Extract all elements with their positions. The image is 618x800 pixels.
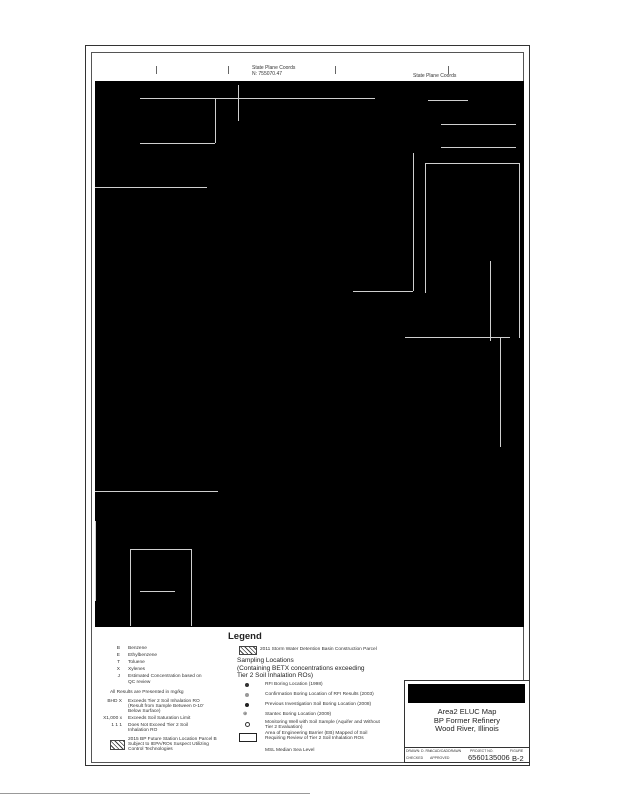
- sampling-item: RFI Boring Location (1998): [265, 682, 323, 687]
- sampling-item: MSL Median Sea Level: [265, 748, 315, 753]
- map-line: [95, 491, 218, 492]
- hatched-parcel-swatch: [110, 740, 125, 750]
- monitoring-well-symbol: [245, 722, 250, 727]
- coord-label: State Plane Coords: [252, 65, 296, 71]
- rfi-boring-symbol: [245, 683, 249, 687]
- top-tick: [228, 66, 229, 74]
- detention-basin-swatch: [239, 646, 257, 655]
- abbr-symbol: T: [117, 660, 120, 665]
- sampling-item: Area of Engineering Barrier (EB) Mapped …: [265, 731, 368, 742]
- redacted-map-area: [95, 81, 524, 627]
- map-line: [140, 591, 175, 592]
- legend-title: Legend: [228, 631, 262, 642]
- exceed-text: Does Not Exceed Tier 2 Soil Inhalation R…: [128, 723, 188, 734]
- exceed-symbol: BHD X: [107, 699, 122, 704]
- map-line: [238, 85, 239, 121]
- cad-label: ACAD/CADDRAWN: [430, 749, 462, 753]
- map-line: [425, 163, 519, 164]
- abbr-symbol: X: [116, 667, 120, 672]
- previous-boring-symbol: [245, 703, 249, 707]
- abbr-text: QC review: [128, 680, 151, 685]
- abbr-text: Benzene: [128, 646, 147, 651]
- sampling-item: Monitoring Well with Soil Sample (Aquife…: [265, 720, 380, 731]
- map-line: [95, 187, 207, 188]
- map-line: [215, 98, 216, 143]
- top-tick: [448, 66, 449, 74]
- top-tick: [156, 66, 157, 74]
- map-line: [519, 163, 520, 338]
- sampling-locations-heading: Sampling Locations (Containing BETX conc…: [237, 657, 365, 679]
- abbr-text: Xylenes: [128, 667, 146, 672]
- map-line: [130, 549, 192, 550]
- map-line: [95, 521, 96, 601]
- exceed-symbol: 1 1 1: [111, 723, 122, 728]
- map-line: [191, 549, 192, 626]
- map-line: [140, 143, 215, 144]
- exceed-symbol: X1,000 x: [103, 716, 122, 721]
- map-line: [441, 147, 516, 148]
- exceed-text: Exceeds Soil Saturation Limit: [128, 716, 191, 721]
- figure-label: FIGURE: [510, 749, 524, 753]
- map-line: [441, 124, 516, 125]
- top-tick: [335, 66, 336, 74]
- detention-basin-text: 2011 Storm Water Detention Basin Constru…: [260, 647, 377, 652]
- abbr-text: Toluene: [128, 660, 145, 665]
- future-station-parcel-text: 2015 BP Future Station Location Parcel B…: [128, 737, 217, 753]
- page-edge-line: [0, 793, 310, 794]
- approved-label: APPROVED: [430, 756, 450, 760]
- sampling-item: Stantec Boring Location (2009): [265, 712, 332, 717]
- map-line: [353, 291, 413, 292]
- map-line: [500, 337, 501, 447]
- abbr-symbol: E: [116, 653, 120, 658]
- coord-label: State Plane Coords: [413, 73, 457, 79]
- abbr-symbol: J: [117, 674, 120, 679]
- map-line: [413, 153, 414, 291]
- state-plane-coords-top: State Plane Coords N: 755070.47: [252, 65, 296, 77]
- confirmation-boring-symbol: [245, 693, 249, 697]
- abbr-symbol: B: [116, 646, 120, 651]
- redacted-logo: [408, 684, 525, 703]
- title-block-info-row: [404, 747, 530, 763]
- map-line: [405, 337, 510, 338]
- map-line: [428, 100, 468, 101]
- sampling-item: Confirmation Boring Location of RFI Resu…: [265, 692, 374, 697]
- map-line: [490, 261, 491, 341]
- stantec-boring-symbol: ⊕: [243, 712, 248, 717]
- project-no-label: PROJECT NO.: [470, 749, 494, 753]
- results-units-note: All Results are Presented in mg/kg: [110, 690, 184, 695]
- sampling-item: Previous Investigation Soil Boring Locat…: [265, 702, 372, 707]
- exceed-text: Exceeds Tier 2 Soil Inhalation RO (Resul…: [128, 699, 204, 715]
- drawn-label: DRAWN: D. RN: [406, 749, 431, 753]
- map-line: [425, 163, 426, 293]
- abbr-text: Estimated Concentration based on: [128, 674, 202, 679]
- engineering-barrier-swatch: [239, 733, 257, 742]
- coord-value: N: 755070.47: [252, 70, 283, 77]
- abbr-text: Ethylbenzene: [128, 653, 158, 658]
- map-line: [130, 549, 131, 626]
- checked-label: CHECKED: [406, 756, 424, 760]
- figure-number: B-2: [512, 754, 524, 763]
- project-number: 6560135006: [468, 753, 510, 762]
- title-block-heading: Area2 ELUC Map BP Former Refinery Wood R…: [433, 707, 501, 733]
- map-line: [140, 98, 375, 99]
- state-plane-coords-right: State Plane Coords: [413, 73, 457, 80]
